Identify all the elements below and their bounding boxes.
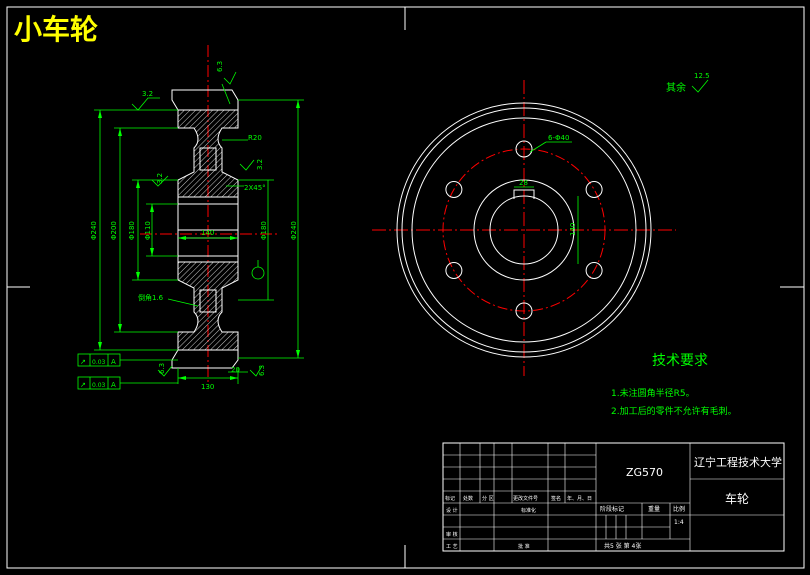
tol-1-datum: A [111,358,116,366]
dim-d-outer: Φ240 [90,221,98,240]
dim-width-130: 130 [201,383,214,391]
dim-d-hub: Φ180 [128,221,136,240]
material-label: ZG570 [626,466,663,479]
fillet-note: 倒角1.6 [138,293,164,302]
dim-r20: R20 [248,134,262,142]
section-hatch-lower [177,261,239,351]
dim-chamfer: 2X45° [244,184,266,192]
drawing-frame [6,6,805,569]
hole-label: 6-Φ40 [548,134,569,142]
process-label: 工 艺 [446,544,458,550]
tolerance-frame-1: ↗ 0.03 A [77,353,178,367]
keyway-width: 28 [519,179,528,187]
ratio-label: 比例 [673,505,685,513]
row-label-mark: 标记 [445,495,455,502]
front-view: 6-Φ40 28 140 12.5 其余 [372,72,710,376]
roughness-bottom-right: 6.3 [258,365,266,376]
dim-d-bore: Φ110 [144,221,152,240]
row-label-sign: 签名 [551,495,561,502]
technical-requirements: 技术要求 1.未注圆角半径R5。 2.加工后的零件不允许有毛刺。 [611,353,737,417]
school-name: 辽宁工程技术大学 [694,455,782,469]
row-label-date: 年、月、日 [567,495,592,502]
row-label-count: 处数 [463,495,473,502]
tol-1-symbol: ↗ [80,358,86,366]
title-block: ZG570 辽宁工程技术大学 车轮 阶段标记 重量 比例 1:4 共5 张 第 … [442,442,785,552]
row-label-zone: 分 区 [482,495,494,502]
tol-2-value: 0.03 [92,382,106,389]
standardize-label: 标准化 [521,507,536,514]
datum-a-symbol [251,260,265,280]
bolt-hole [515,140,533,158]
bolt-hole [515,302,533,320]
bolt-hole [445,262,463,279]
tech-item-1: 1.未注圆角半径R5。 [611,387,695,399]
tolerance-frame-2: ↗ 0.03 A [77,376,178,390]
rest-roughness-value: 12.5 [694,72,710,80]
roughness-top-left: 3.2 [142,90,153,98]
page-title: 小车轮 [14,13,98,46]
tol-2-datum: A [111,381,116,389]
bolt-hole [585,262,603,279]
row-label-change: 更改文件号 [513,495,538,502]
tol-1-value: 0.03 [92,359,106,366]
dim-d-outer-right: Φ240 [290,221,298,240]
weight-label: 重量 [648,505,660,513]
design-label: 设 计 [446,507,458,514]
scale-value: 1:4 [674,519,684,526]
dim-d-mid: Φ200 [110,221,118,240]
tech-item-2: 2.加工后的零件不允许有毛刺。 [611,405,737,417]
dim-d-right: Φ180 [260,221,268,240]
roughness-right: 3.2 [256,159,264,170]
stage-mark: 阶段标记 [600,505,624,513]
bolt-hole [585,181,603,198]
roughness-mid-left: 3.2 [156,173,164,184]
dim-width-140: 140 [201,229,214,237]
rest-label: 其余 [666,81,686,94]
bolt-hole-group [445,140,603,320]
approve-label: 批 准 [518,543,530,550]
tol-2-symbol: ↗ [80,381,86,389]
roughness-bottom-left: 6.3 [158,363,166,374]
part-name: 车轮 [725,491,749,506]
audit-label: 审 核 [446,531,458,538]
roughness-top: 6.3 [216,61,224,72]
section-hatch-upper [177,109,239,198]
sheet-count: 共5 张 第 4张 [604,542,641,550]
dim-bottom-20: 20 [231,366,240,374]
section-view: Φ240 Φ200 Φ180 Φ110 Φ180 Φ240 140 130 R2… [77,45,304,391]
tech-heading: 技术要求 [652,353,708,369]
bolt-hole [445,181,463,198]
keyway-depth: 140 [569,223,577,236]
